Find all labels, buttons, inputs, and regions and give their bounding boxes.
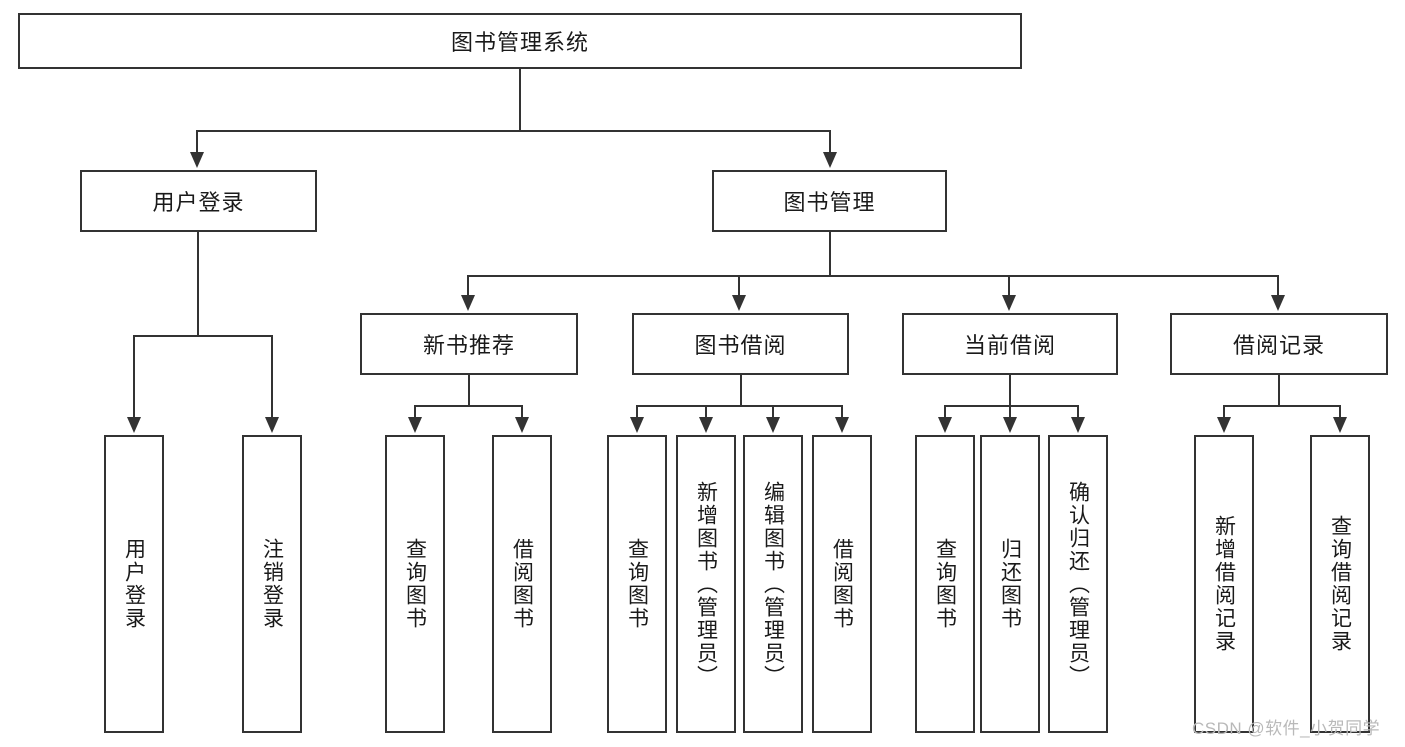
leaf-book-borrow-add-book-admin[interactable]: 新增图书（管理员）	[676, 435, 736, 733]
arrowhead-borrow-record-leaf-1	[1333, 417, 1347, 433]
leaf-new-book-query-book[interactable]: 查询图书	[385, 435, 445, 733]
arrowhead-book-borrow-leaf-0	[630, 417, 644, 433]
leaf-user-login-logout[interactable]: 注销登录	[242, 435, 302, 733]
edge-borrow-record-bus	[1223, 405, 1341, 407]
node-label: 图书管理	[783, 190, 876, 215]
edge-book-management-bus	[467, 275, 1277, 277]
edge-new-book-trunk	[468, 375, 470, 406]
arrowhead-root-to-book-management	[823, 152, 837, 168]
arrowhead-current-borrow-leaf-1	[1003, 417, 1017, 433]
edge-user-login-to-leaf-1	[271, 335, 273, 419]
edge-root-to-user-login	[196, 130, 198, 156]
edge-user-login-trunk	[197, 232, 199, 336]
node-borrow-record[interactable]: 借阅记录	[1170, 313, 1388, 375]
edge-root-trunk	[519, 69, 521, 131]
edge-root-to-book-management	[829, 130, 831, 156]
edge-user-login-bus	[133, 335, 272, 337]
edge-new-book-bus	[414, 405, 523, 407]
edge-book-borrow-to-leaf-1	[705, 405, 707, 419]
edge-user-login-to-leaf-0	[133, 335, 135, 419]
csdn-watermark: CSDN @软件_小贺同学	[1192, 719, 1381, 738]
node-label: 用户登录	[152, 190, 245, 215]
arrowhead-new-book-leaf-1	[515, 417, 529, 433]
arrowhead-current-borrow-leaf-0	[938, 417, 952, 433]
arrowhead-new-book-leaf-0	[408, 417, 422, 433]
edge-book-management-trunk	[829, 232, 831, 276]
arrowhead-bm-book-borrow	[732, 295, 746, 311]
node-label: 图书借阅	[694, 333, 787, 358]
leaf-current-borrow-return-book[interactable]: 归还图书	[980, 435, 1040, 733]
edge-bm-to-borrow-record	[1277, 275, 1279, 297]
edge-current-borrow-to-leaf-2	[1077, 405, 1079, 419]
edge-current-borrow-to-leaf-0	[944, 405, 946, 419]
node-book-borrow[interactable]: 图书借阅	[632, 313, 849, 375]
node-label: 新增借阅记录	[1212, 515, 1236, 653]
node-book-management[interactable]: 图书管理	[712, 170, 947, 232]
edge-new-book-to-leaf-0	[414, 405, 416, 419]
edge-borrow-record-to-leaf-0	[1223, 405, 1225, 419]
leaf-user-login-login[interactable]: 用户登录	[104, 435, 164, 733]
arrowhead-borrow-record-leaf-0	[1217, 417, 1231, 433]
arrowhead-book-borrow-leaf-3	[835, 417, 849, 433]
arrowhead-root-to-user-login	[190, 152, 204, 168]
arrowhead-current-borrow-leaf-2	[1071, 417, 1085, 433]
edge-bm-to-current-borrow	[1008, 275, 1010, 297]
arrowhead-bm-borrow-record	[1271, 295, 1285, 311]
node-label: 注销登录	[260, 538, 284, 630]
edge-root-bus	[196, 130, 831, 132]
arrowhead-bm-current-borrow	[1002, 295, 1016, 311]
node-label: 图书管理系统	[450, 30, 589, 55]
edge-book-borrow-to-leaf-2	[772, 405, 774, 419]
edge-book-borrow-to-leaf-3	[841, 405, 843, 419]
leaf-current-borrow-confirm-return-admin[interactable]: 确认归还（管理员）	[1048, 435, 1108, 733]
arrowhead-user-login-leaf-1	[265, 417, 279, 433]
leaf-borrow-record-add-record[interactable]: 新增借阅记录	[1194, 435, 1254, 733]
node-label: 查询图书	[933, 538, 957, 630]
leaf-new-book-borrow-book[interactable]: 借阅图书	[492, 435, 552, 733]
node-label: 用户登录	[122, 538, 146, 630]
edge-book-borrow-trunk	[740, 375, 742, 406]
node-label: 确认归还（管理员）	[1066, 480, 1090, 688]
arrowhead-user-login-leaf-0	[127, 417, 141, 433]
node-root-book-management-system[interactable]: 图书管理系统	[18, 13, 1022, 69]
node-label: 新增图书（管理员）	[694, 480, 718, 688]
edge-bm-to-book-borrow	[738, 275, 740, 297]
arrowhead-book-borrow-leaf-1	[699, 417, 713, 433]
node-label: 当前借阅	[963, 333, 1056, 358]
edge-borrow-record-to-leaf-1	[1339, 405, 1341, 419]
node-new-book-recommend[interactable]: 新书推荐	[360, 313, 578, 375]
leaf-book-borrow-edit-book-admin[interactable]: 编辑图书（管理员）	[743, 435, 803, 733]
node-label: 借阅图书	[830, 538, 854, 630]
leaf-book-borrow-query-book[interactable]: 查询图书	[607, 435, 667, 733]
node-label: 归还图书	[998, 538, 1022, 630]
node-label: 查询借阅记录	[1328, 515, 1352, 653]
node-user-login[interactable]: 用户登录	[80, 170, 317, 232]
node-label: 新书推荐	[422, 333, 515, 358]
edge-borrow-record-trunk	[1278, 375, 1280, 406]
node-label: 编辑图书（管理员）	[761, 480, 785, 688]
leaf-book-borrow-borrow-book[interactable]: 借阅图书	[812, 435, 872, 733]
edge-book-borrow-to-leaf-0	[636, 405, 638, 419]
arrowhead-bm-new-book	[461, 295, 475, 311]
leaf-borrow-record-query-record[interactable]: 查询借阅记录	[1310, 435, 1370, 733]
arrowhead-book-borrow-leaf-2	[766, 417, 780, 433]
node-label: 借阅图书	[510, 538, 534, 630]
leaf-current-borrow-query-book[interactable]: 查询图书	[915, 435, 975, 733]
edge-new-book-to-leaf-1	[521, 405, 523, 419]
node-label: 查询图书	[403, 538, 427, 630]
edge-current-borrow-bus	[944, 405, 1078, 407]
edge-bm-to-new-book	[467, 275, 469, 297]
node-label: 查询图书	[625, 538, 649, 630]
edge-book-borrow-bus	[636, 405, 843, 407]
node-label: 借阅记录	[1232, 333, 1325, 358]
edge-current-borrow-to-leaf-1	[1009, 405, 1011, 419]
node-current-borrow[interactable]: 当前借阅	[902, 313, 1118, 375]
edge-current-borrow-trunk	[1009, 375, 1011, 406]
